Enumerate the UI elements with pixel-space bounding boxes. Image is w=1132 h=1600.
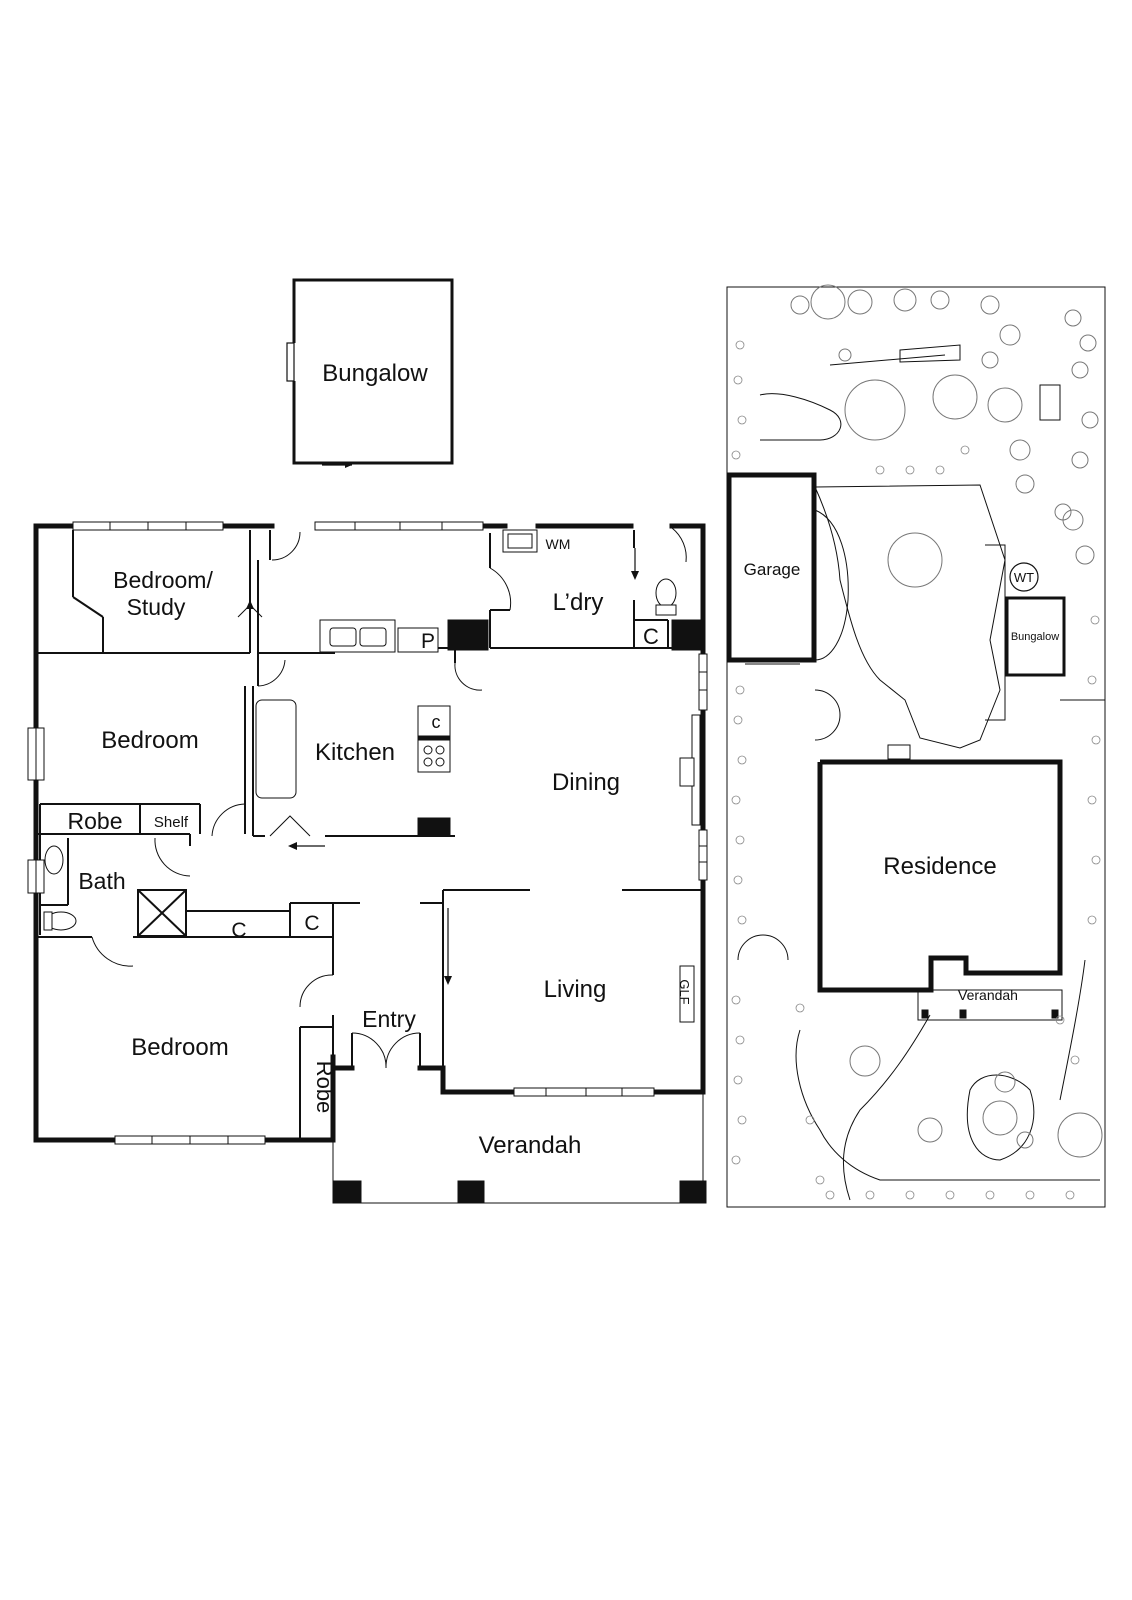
- bedroom-study-label-1: Bedroom/: [113, 567, 213, 593]
- site-bungalow-label: Bungalow: [1011, 631, 1059, 643]
- fireplace-label: GLF: [677, 979, 692, 1004]
- verandah-outline: [332, 1092, 707, 1204]
- wall-block-1: [447, 619, 489, 651]
- dining-heater: [679, 757, 695, 787]
- door-swings: [91, 527, 687, 1069]
- robe-2-label: Robe: [312, 1061, 337, 1114]
- laundry-cupboard-label: C: [643, 624, 659, 649]
- basin: [44, 845, 64, 875]
- bungalow-window: [286, 342, 295, 382]
- site-garage-label: Garage: [744, 560, 801, 579]
- garden-shrubs: [731, 340, 1101, 1200]
- kitchen-cupboard: [417, 705, 451, 737]
- cupboard-1-label: C: [231, 919, 246, 942]
- kitchen-label: Kitchen: [315, 739, 395, 766]
- pantry: [397, 627, 439, 653]
- wall-block-2: [671, 619, 704, 651]
- cupboard-2-label: C: [304, 912, 319, 935]
- washing-machine-label: WM: [546, 536, 571, 552]
- gas-log-fire: [679, 965, 695, 1023]
- verandah-label: Verandah: [479, 1132, 582, 1159]
- site-verandah-label: Verandah: [958, 987, 1018, 1003]
- bedroom-2-label: Bedroom: [101, 727, 198, 754]
- laundry-toilet: [655, 578, 677, 608]
- fixtures: [43, 529, 704, 1023]
- bath-label: Bath: [78, 868, 125, 894]
- bedroom-study-label-2: Study: [127, 594, 186, 620]
- pantry-label: P: [421, 630, 435, 653]
- entry-label: Entry: [362, 1006, 416, 1032]
- shelf-label: Shelf: [154, 814, 189, 831]
- bungalow-plan: [286, 278, 454, 468]
- dining-label: Dining: [552, 769, 620, 796]
- robe-1-label: Robe: [68, 808, 123, 834]
- house-walls: [33, 523, 706, 1143]
- wall-block-3: [417, 817, 451, 837]
- living-label: Living: [544, 976, 607, 1003]
- bungalow-label: Bungalow: [322, 360, 428, 387]
- site-plan: [726, 286, 1106, 1208]
- laundry-label: L’dry: [553, 589, 604, 616]
- garden-trees: [790, 284, 1103, 1158]
- site-residence-label: Residence: [883, 853, 996, 880]
- arrows: [237, 548, 639, 985]
- kitchen-cupboard-label: c: [432, 712, 441, 732]
- kitchen-bench: [255, 699, 297, 799]
- cooktop: [417, 739, 451, 773]
- water-tank-label: WT: [1014, 570, 1034, 585]
- bedroom-1-label: Bedroom: [131, 1034, 228, 1061]
